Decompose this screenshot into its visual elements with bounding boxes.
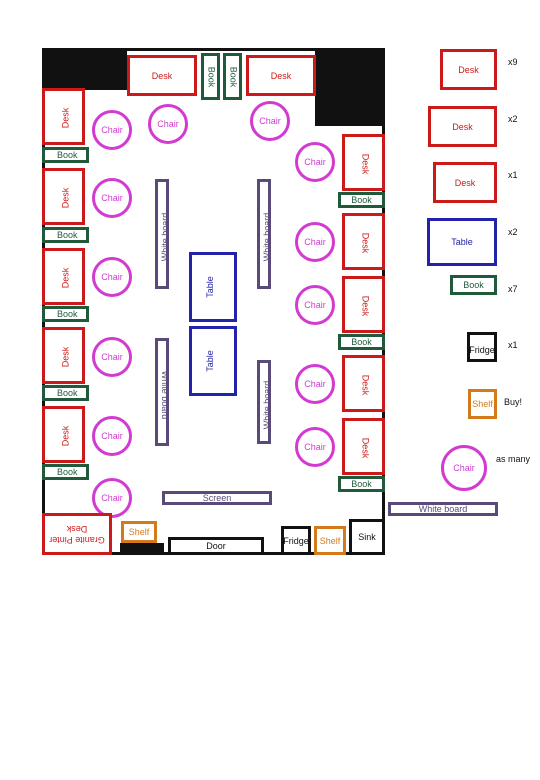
chair-left-3: Chair	[92, 257, 132, 297]
legend-chair-note: as many	[496, 454, 531, 464]
chair-left-4: Chair	[92, 337, 132, 377]
book-left-3: Book	[42, 306, 89, 322]
desk-label: Desk	[360, 232, 371, 254]
desk-left-4: Desk	[42, 327, 85, 384]
granite-printer-desk: Granite Pinter Desk	[42, 513, 112, 555]
book-left-2: Book	[42, 227, 89, 243]
chair-right-1: Chair	[295, 142, 335, 182]
book-right-3: Book	[338, 476, 385, 492]
legend-fridge-count: x1	[508, 340, 518, 350]
desk-right-3: Desk	[342, 276, 385, 333]
book-label: Book	[206, 66, 217, 88]
desk-label: Desk	[60, 107, 71, 129]
table-label: Table	[205, 276, 215, 298]
legend-book: Book	[450, 275, 497, 295]
desk-label: Desk	[360, 374, 371, 396]
book-left-5: Book	[42, 464, 89, 480]
screen: Screen	[162, 491, 272, 505]
legend-fridge: Fridge	[467, 332, 497, 362]
chair-left-1: Chair	[92, 110, 132, 150]
legend-table-count: x2	[508, 227, 518, 237]
legend-book-count: x7	[508, 284, 518, 294]
legend-desk-2-count: x2	[508, 114, 518, 124]
book-right-1: Book	[338, 192, 385, 208]
desk-label: Desk	[360, 437, 371, 459]
desk-label: Desk	[60, 187, 71, 209]
legend-desk-2: Desk	[428, 106, 497, 147]
desk-label: Desk	[60, 346, 71, 368]
chair-right-4: Chair	[295, 364, 335, 404]
white-board-right-lower: White board	[257, 360, 272, 444]
shelf-room: Shelf	[314, 526, 346, 555]
book-left-1: Book	[42, 147, 89, 163]
desk-label: Desk	[360, 153, 371, 175]
chair-top-right: Chair	[250, 101, 290, 141]
chair-right-5: Chair	[295, 427, 335, 467]
legend-desk: Desk	[440, 49, 497, 90]
legend-desk-count: x9	[508, 57, 518, 67]
wall-block-top-right	[315, 48, 385, 126]
legend-chair: Chair	[441, 445, 487, 491]
chair-right-3: Chair	[295, 285, 335, 325]
chair-left-6: Chair	[92, 478, 132, 518]
book-label: Book	[228, 66, 239, 88]
desk-left-2: Desk	[42, 168, 85, 225]
legend-desk-3-count: x1	[508, 170, 518, 180]
book-top-1: Book	[201, 53, 220, 100]
book-left-4: Book	[42, 385, 89, 401]
white-board-left-upper: White board	[155, 179, 170, 289]
desk-label: Desk	[60, 267, 71, 289]
book-right-2: Book	[338, 334, 385, 350]
table-upper: Table	[189, 252, 237, 322]
desk-left-3: Desk	[42, 248, 85, 305]
desk-right-1: Desk	[342, 134, 385, 191]
fridge-room: Fridge	[281, 526, 311, 555]
desk-left-1: Desk	[42, 88, 85, 145]
legend-table: Table	[427, 218, 497, 266]
desk-top-left: Desk	[127, 55, 197, 96]
white-board-label: White board	[160, 212, 170, 262]
desk-right-4: Desk	[342, 355, 385, 412]
legend-white-board: White board	[388, 502, 498, 516]
desk-label: Desk	[60, 425, 71, 447]
shelf-bottom-left: Shelf	[121, 521, 157, 543]
granite-desk-label: Granite Pinter Desk	[49, 524, 105, 545]
white-board-label: White board	[262, 212, 272, 262]
sink: Sink	[349, 519, 385, 555]
desk-left-5: Desk	[42, 406, 85, 463]
chair-left-5: Chair	[92, 416, 132, 456]
white-board-right-upper: White board	[257, 179, 272, 289]
desk-right-5: Desk	[342, 418, 385, 475]
legend-shelf-note: Buy!	[504, 397, 523, 407]
desk-top-right: Desk	[246, 55, 316, 96]
wall-block-top-left	[42, 48, 127, 90]
book-top-2: Book	[223, 53, 242, 100]
door: Door	[168, 537, 264, 555]
chair-top-left: Chair	[148, 104, 188, 144]
table-lower: Table	[189, 326, 237, 396]
white-board-label: White board	[262, 380, 272, 430]
wall-block-bottom	[120, 543, 164, 555]
desk-label: Desk	[360, 295, 371, 317]
legend-desk-3: Desk	[433, 162, 497, 203]
chair-right-2: Chair	[295, 222, 335, 262]
desk-right-2: Desk	[342, 213, 385, 270]
legend-shelf: Shelf	[468, 389, 497, 419]
white-board-left-lower: White board	[155, 338, 170, 446]
table-label: Table	[205, 350, 215, 372]
white-board-label: White board	[160, 370, 170, 420]
chair-left-2: Chair	[92, 178, 132, 218]
